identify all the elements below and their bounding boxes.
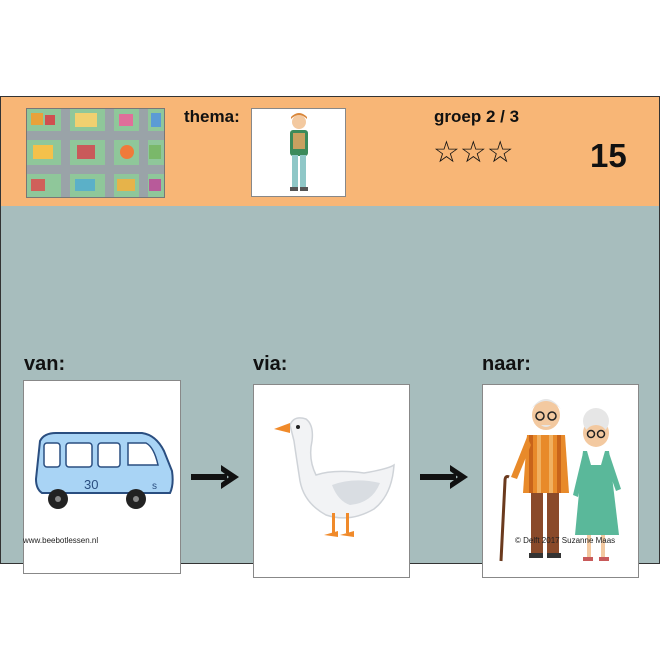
naar-panel [482,384,639,578]
van-panel: 30 s [23,380,181,574]
bus-number: 30 [84,477,98,492]
via-panel [253,384,410,578]
arrow-right-icon [191,465,239,489]
city-map-image [26,108,165,198]
card-header: thema: groep 2 / 3 ☆☆☆ 15 [0,96,660,207]
van-label: van: [24,353,66,375]
card-body: van: via: naar: 30 s [0,206,660,578]
elderly-couple-icon [499,399,621,562]
boy-with-bag-icon [290,113,308,191]
website-link[interactable]: www.beebotlessen.nl [23,536,99,545]
via-label: via: [253,353,288,375]
bus-icon: 30 s [34,432,174,509]
difficulty-stars: ☆☆☆ [433,136,514,169]
goose-icon [274,417,395,537]
group-level: groep 2 / 3 [434,107,520,126]
card-number: 15 [590,137,627,174]
svg-text:s: s [152,481,157,492]
lesson-card: thema: groep 2 / 3 ☆☆☆ 15 van: via: naar… [0,96,660,578]
arrow-right-icon [420,465,468,489]
thema-image-box [251,108,346,197]
thema-label: thema: [184,107,240,126]
naar-label: naar: [482,353,531,375]
copyright-text: © Delft 2017 Suzanne Maas [515,536,616,545]
